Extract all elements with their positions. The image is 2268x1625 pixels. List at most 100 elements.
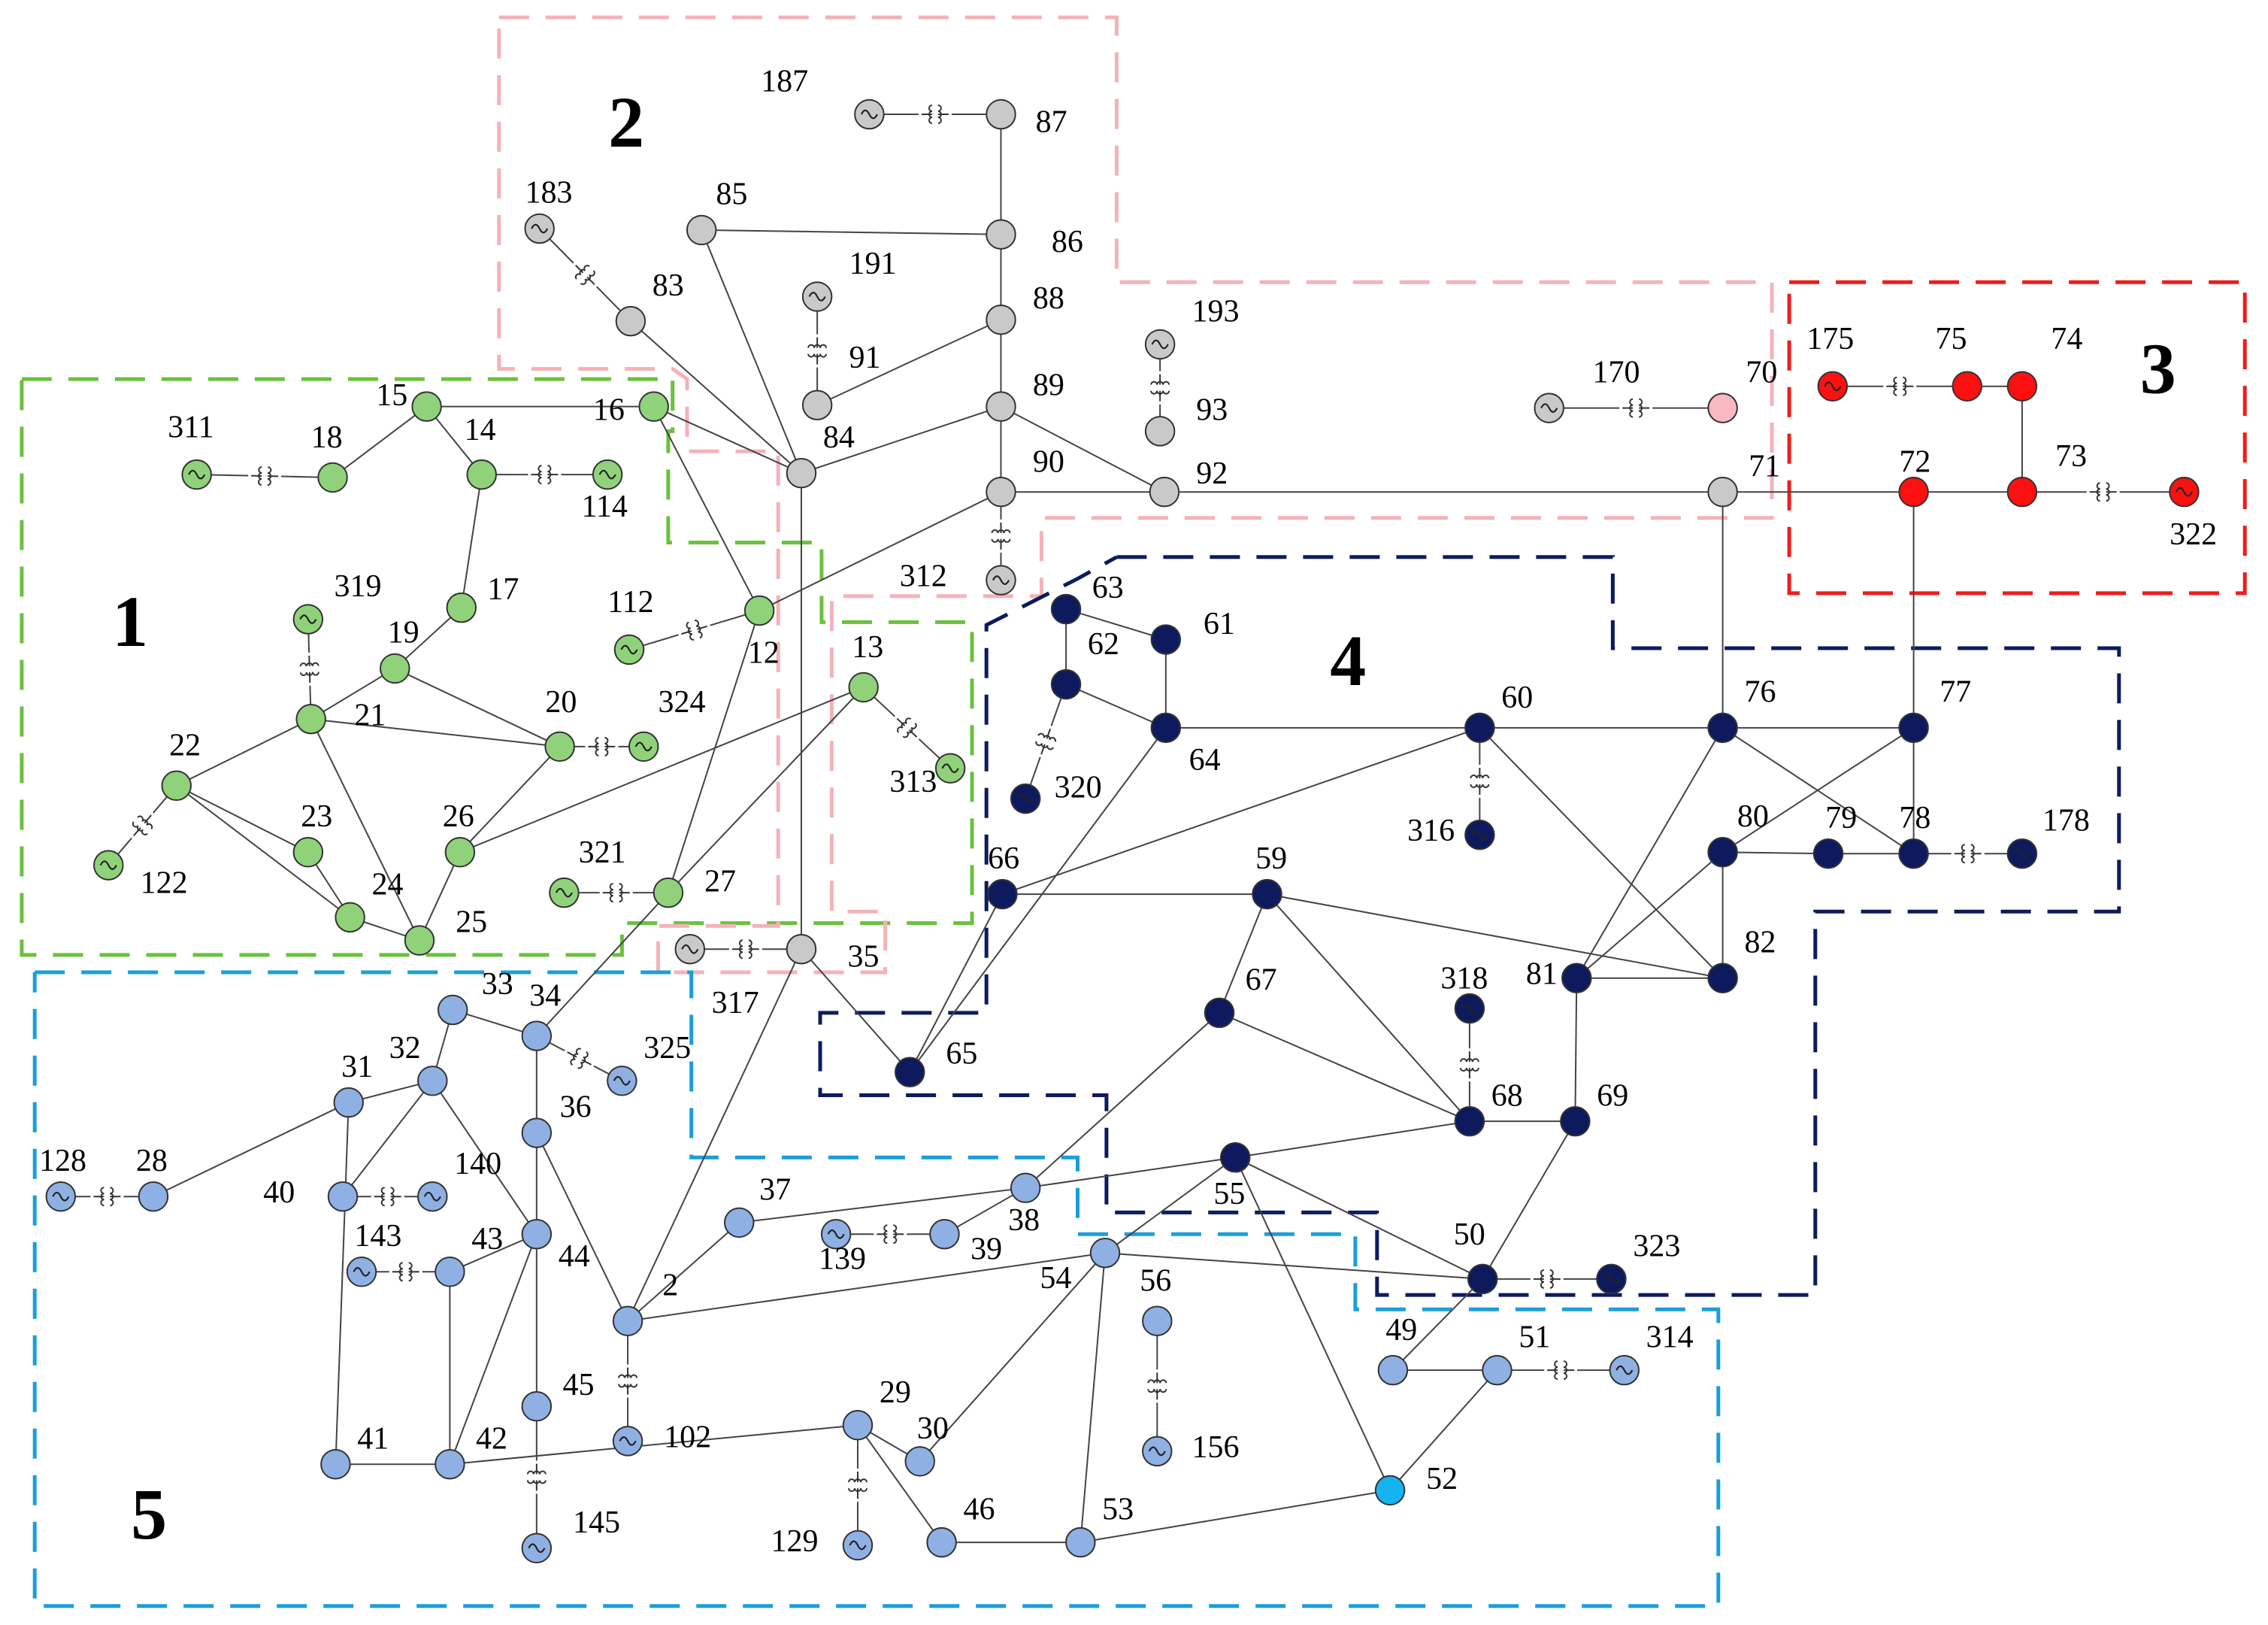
bus-65-label: 65 bbox=[946, 1037, 977, 1072]
bus-77 bbox=[1898, 712, 1929, 744]
bus-51 bbox=[1482, 1354, 1513, 1386]
line-19-21 bbox=[310, 668, 395, 720]
bus-12 bbox=[743, 595, 775, 626]
line-89-84 bbox=[801, 405, 1001, 474]
line-12-90 bbox=[759, 491, 1001, 611]
bus-63 bbox=[1050, 593, 1082, 625]
bus-39-label: 39 bbox=[970, 1232, 1002, 1266]
bus-32 bbox=[417, 1066, 448, 1096]
bus-24-label: 24 bbox=[371, 867, 403, 902]
gen-322-transformer-icon bbox=[2086, 480, 2120, 505]
bus-74-label: 74 bbox=[2051, 322, 2082, 356]
line-77-80 bbox=[1722, 726, 1915, 853]
bus-75 bbox=[1952, 371, 1983, 402]
gen-187-transformer-icon bbox=[918, 102, 952, 127]
bus-91 bbox=[801, 390, 833, 420]
bus-71 bbox=[1707, 476, 1738, 508]
zone-5-label: 5 bbox=[131, 1474, 167, 1554]
bus-35-label: 35 bbox=[848, 940, 880, 975]
line-53-54 bbox=[1079, 1253, 1107, 1543]
buses bbox=[138, 99, 2038, 1558]
bus-73 bbox=[2006, 476, 2038, 508]
line-29-42 bbox=[450, 1424, 858, 1466]
line-22-23 bbox=[176, 784, 309, 853]
bus-84 bbox=[786, 457, 817, 489]
bus-15-label: 15 bbox=[376, 378, 407, 413]
bus-46 bbox=[926, 1526, 957, 1558]
line-2-37 bbox=[627, 1222, 740, 1322]
bus-26-label: 26 bbox=[443, 799, 474, 834]
gen-143-transformer-icon bbox=[389, 1260, 422, 1284]
bus-2-label: 2 bbox=[662, 1268, 678, 1302]
gen-114-transformer-icon bbox=[528, 462, 562, 487]
generator-316-label: 316 bbox=[1407, 814, 1455, 848]
line-22-24 bbox=[176, 784, 351, 918]
bus-22-label: 22 bbox=[169, 729, 201, 763]
bus-32-label: 32 bbox=[389, 1031, 421, 1066]
bus-50 bbox=[1467, 1263, 1498, 1295]
gen-140-transformer-icon bbox=[371, 1184, 404, 1209]
gen-312-transformer-icon bbox=[989, 519, 1013, 553]
bus-42 bbox=[435, 1448, 465, 1480]
bus-40-label: 40 bbox=[263, 1175, 295, 1210]
bus-66-label: 66 bbox=[988, 841, 1019, 876]
bus-38-label: 38 bbox=[1008, 1203, 1040, 1238]
generator-112-label: 112 bbox=[607, 585, 653, 620]
bus-15 bbox=[411, 391, 442, 422]
line-88-91 bbox=[816, 319, 1001, 406]
bus-41 bbox=[320, 1448, 351, 1480]
gen-324-transformer-icon bbox=[585, 734, 619, 759]
gen-175-transformer-icon bbox=[1883, 374, 1917, 399]
bus-79-label: 79 bbox=[1825, 801, 1857, 835]
generator-312-label: 312 bbox=[900, 559, 947, 594]
line-83-84 bbox=[630, 320, 802, 474]
line-21-22 bbox=[176, 718, 312, 787]
bus-56-label: 56 bbox=[1140, 1264, 1171, 1299]
line-26-20 bbox=[459, 746, 561, 853]
bus-70-label: 70 bbox=[1746, 355, 1777, 390]
gen-311-transformer-icon bbox=[247, 463, 282, 489]
gen-145-transformer-icon bbox=[524, 1460, 549, 1494]
bus-69 bbox=[1560, 1105, 1591, 1137]
line-29-46 bbox=[857, 1424, 943, 1543]
generator-187-label: 187 bbox=[761, 65, 808, 99]
generator-143-label: 143 bbox=[354, 1219, 401, 1254]
bus-17 bbox=[446, 592, 477, 623]
bus-46-label: 46 bbox=[963, 1493, 995, 1527]
bus-91-label: 91 bbox=[849, 341, 880, 375]
bus-29 bbox=[842, 1410, 874, 1441]
generator-102-label: 102 bbox=[664, 1420, 711, 1454]
line-27-13 bbox=[668, 687, 865, 893]
bus-51-label: 51 bbox=[1519, 1320, 1550, 1355]
bus-29-label: 29 bbox=[880, 1375, 911, 1410]
bus-52 bbox=[1374, 1475, 1406, 1506]
line-26-13 bbox=[459, 687, 865, 853]
bus-23-label: 23 bbox=[301, 799, 332, 834]
line-27-34 bbox=[536, 892, 669, 1037]
generator-321-label: 321 bbox=[579, 835, 626, 870]
bus-34-label: 34 bbox=[529, 979, 561, 1014]
generator-183-label: 183 bbox=[525, 176, 572, 211]
bus-60-label: 60 bbox=[1501, 681, 1533, 715]
generator-114-label: 114 bbox=[581, 490, 627, 524]
line-85-86 bbox=[701, 229, 1001, 235]
gen-191-transformer-icon bbox=[805, 334, 830, 368]
bus-52-label: 52 bbox=[1426, 1462, 1458, 1496]
bus-90 bbox=[986, 476, 1016, 508]
bus-19-label: 19 bbox=[388, 616, 419, 650]
bus-36-label: 36 bbox=[560, 1090, 592, 1125]
generators bbox=[45, 99, 2200, 1564]
bus-14 bbox=[466, 459, 497, 490]
bus-23 bbox=[292, 837, 324, 868]
gen-102-transformer-icon bbox=[616, 1364, 640, 1398]
generator-317-label: 317 bbox=[712, 986, 759, 1020]
bus-43 bbox=[435, 1257, 465, 1287]
bus-12-label: 12 bbox=[748, 636, 780, 671]
bus-74 bbox=[2006, 371, 2038, 402]
line-19-20 bbox=[394, 668, 561, 747]
bus-53-label: 53 bbox=[1102, 1493, 1134, 1527]
line-41-31 bbox=[335, 1102, 350, 1465]
bus-61 bbox=[1150, 624, 1182, 655]
